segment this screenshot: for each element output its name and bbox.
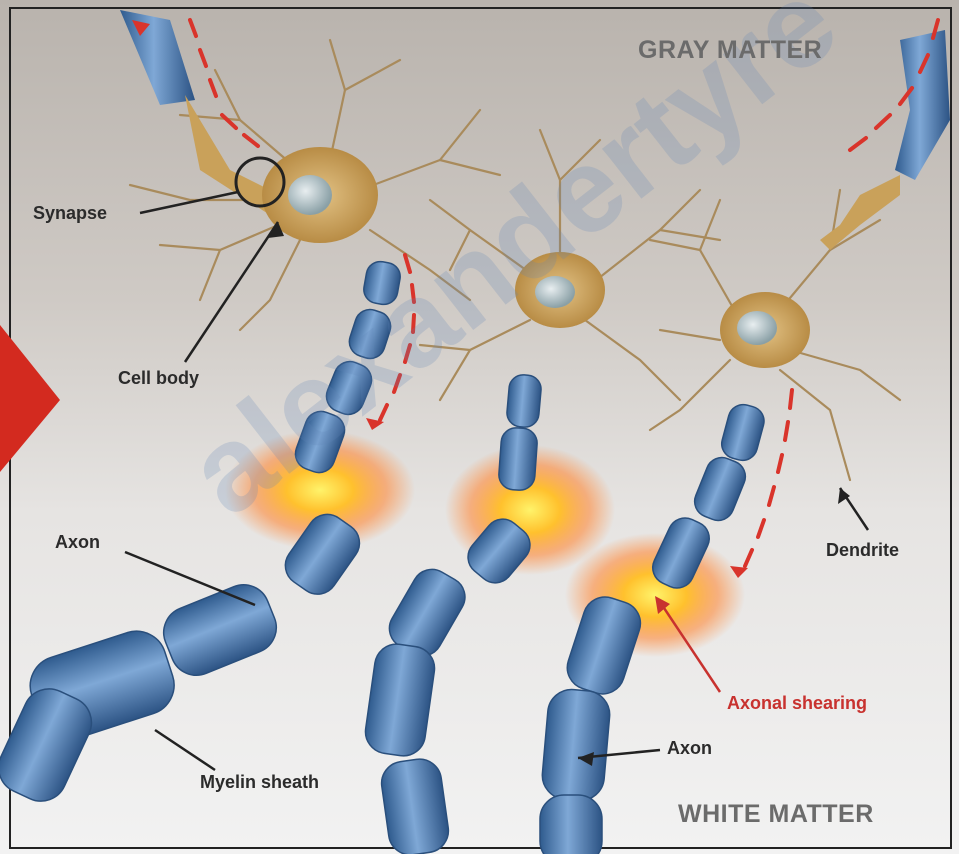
synapse-label: Synapse [33, 203, 107, 224]
axon-label-left: Axon [55, 532, 100, 553]
myelin-sheath-label: Myelin sheath [200, 772, 319, 793]
cell-body-label: Cell body [118, 368, 199, 389]
dendrite-label: Dendrite [826, 540, 899, 561]
axon-label-right: Axon [667, 738, 712, 759]
axonal-shearing-label: Axonal shearing [727, 693, 867, 714]
nucleus-1 [288, 175, 332, 215]
white-matter-label: WHITE MATTER [678, 800, 874, 829]
gray-matter-label: GRAY MATTER [638, 36, 822, 65]
nucleus-3 [737, 311, 777, 345]
